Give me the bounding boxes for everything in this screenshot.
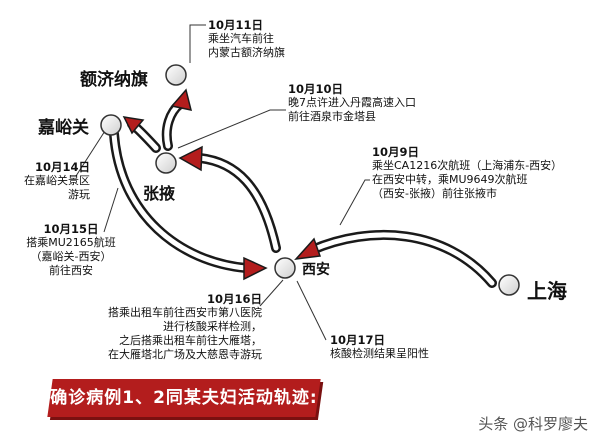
note-line: 前往西安 <box>49 264 93 277</box>
banner-title: 确诊病例1、2同某夫妇活动轨迹: <box>50 388 318 408</box>
city-label-jiayuguan: 嘉峪关 <box>38 118 89 138</box>
arrow-shanghai-to-xian <box>294 229 497 288</box>
city-label-xian: 西安 <box>302 262 330 278</box>
node-shanghai <box>498 274 520 296</box>
note-line: 搭乘MU2165航班 <box>26 236 116 249</box>
note-date: 10月17日 <box>330 333 386 347</box>
arrow-jiayuguan-to-xian <box>109 129 268 281</box>
note-oct9: 10月9日 乘坐CA1216次航班（上海浦东-西安） 在西安中转，乘MU9649… <box>372 145 562 201</box>
city-label-shanghai: 上海 <box>527 279 567 303</box>
node-xian <box>274 257 296 279</box>
note-date: 10月10日 <box>288 82 344 96</box>
node-jiayuguan <box>100 114 122 136</box>
node-zhangye <box>155 152 177 174</box>
note-oct14: 10月14日 在嘉峪关景区 游玩 <box>14 160 90 202</box>
note-line: （嘉峪关-西安） <box>30 250 112 263</box>
note-oct15: 10月15日 搭乘MU2165航班 （嘉峪关-西安） 前往西安 <box>12 222 130 278</box>
arrow-zhangye-to-jiayuguan <box>122 116 161 153</box>
note-date: 10月16日 <box>206 292 262 306</box>
leader-oct9 <box>339 179 370 226</box>
leader-oct10 <box>177 109 286 149</box>
note-date: 10月14日 <box>34 160 90 174</box>
note-oct10: 10月10日 晚7点许进入丹霞高速入口 前往酒泉市金塔县 <box>288 82 416 124</box>
note-line: 前往酒泉市金塔县 <box>288 110 376 123</box>
note-line: 晚7点许进入丹霞高速入口 <box>288 96 416 109</box>
note-line: 乘坐汽车前往 <box>208 32 274 45</box>
node-ejina <box>165 64 187 86</box>
arrow-xian-to-zhangye <box>178 145 281 253</box>
note-line: 乘坐CA1216次航班（上海浦东-西安） <box>372 159 563 172</box>
leader-oct16 <box>259 279 284 307</box>
note-line: 搭乘出租车前往西安市第八医院 <box>108 306 262 319</box>
watermark: 头条 @科罗廖夫 <box>478 415 588 433</box>
leader-oct11 <box>189 24 206 63</box>
note-line: 核酸检测结果呈阳性 <box>330 347 429 360</box>
note-line: 在大雁塔北广场及大慈恩寺游玩 <box>108 348 262 361</box>
city-label-zhangye: 张掖 <box>143 184 176 203</box>
note-line: 之后搭乘出租车前往大雁塔， <box>119 334 262 347</box>
note-line: 游玩 <box>68 188 90 201</box>
leader-oct17 <box>296 280 327 341</box>
note-line: 内蒙古额济纳旗 <box>208 46 285 59</box>
arrow-zhangye-to-ejina <box>161 88 193 151</box>
leader-oct15 <box>103 187 119 233</box>
note-oct16: 10月16日 搭乘出租车前往西安市第八医院 进行核酸采样检测， 之后搭乘出租车前… <box>52 292 262 362</box>
note-date: 10月9日 <box>372 145 420 159</box>
leader-lines <box>75 24 370 341</box>
note-date: 10月15日 <box>43 222 99 236</box>
city-label-ejina: 额济纳旗 <box>80 70 148 90</box>
note-oct17: 10月17日 核酸检测结果呈阳性 <box>330 333 429 361</box>
note-line: 在嘉峪关景区 <box>24 174 90 187</box>
note-oct11: 10月11日 乘坐汽车前往 内蒙古额济纳旗 <box>208 18 285 60</box>
note-line: 在西安中转，乘MU9649次航班 <box>372 173 528 186</box>
note-line: 进行核酸采样检测， <box>163 320 262 333</box>
note-line: （西安-张掖）前往张掖市 <box>372 187 497 200</box>
note-date: 10月11日 <box>208 18 264 32</box>
